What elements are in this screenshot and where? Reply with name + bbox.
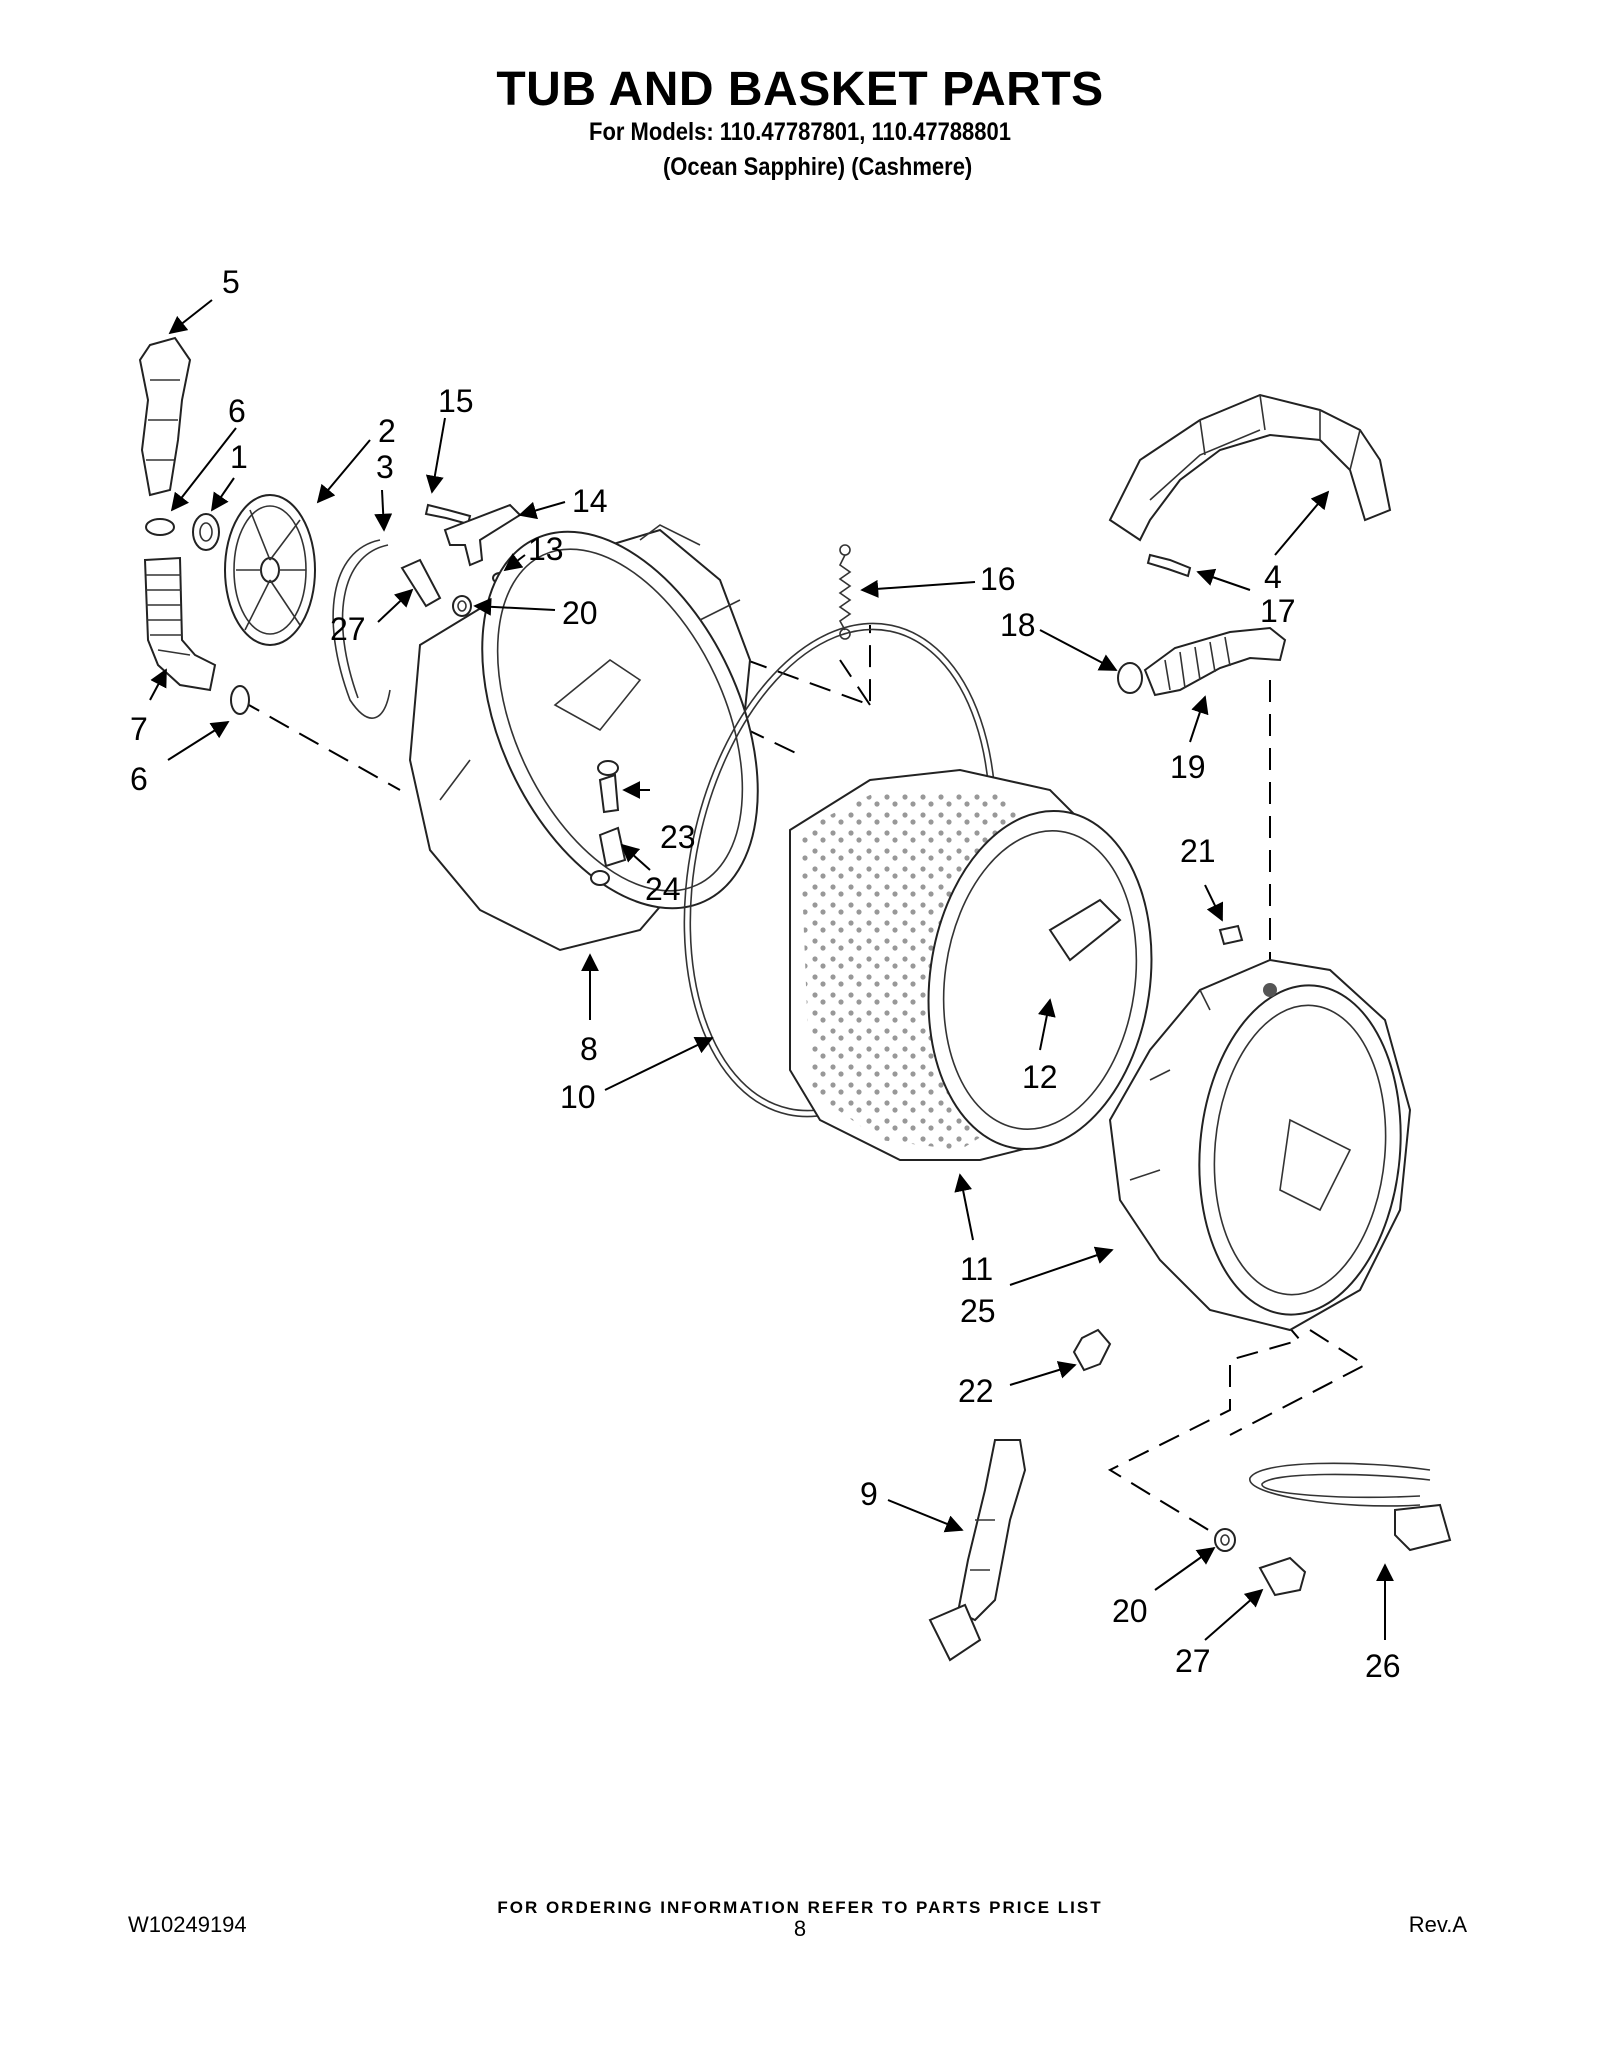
part-7-hose xyxy=(143,556,217,692)
part-11-basket xyxy=(789,768,1153,1161)
ordering-note: FOR ORDERING INFORMATION REFER TO PARTS … xyxy=(497,1898,1103,1917)
part-15-screw xyxy=(424,503,472,526)
callout-9: 9 xyxy=(860,1476,878,1512)
callout-14: 14 xyxy=(572,483,608,519)
part-19-hose xyxy=(1143,626,1287,697)
callout-1: 1 xyxy=(230,439,248,475)
part-20-seal-top xyxy=(452,595,472,617)
part-3-belt xyxy=(332,539,391,719)
callout-23: 23 xyxy=(660,819,696,855)
callout-4: 4 xyxy=(1264,559,1282,595)
callout-6-bottom: 6 xyxy=(130,761,148,797)
callout-11: 11 xyxy=(960,1251,993,1287)
part-2-pulley xyxy=(224,494,316,646)
callout-27-bottom: 27 xyxy=(1175,1643,1211,1679)
callout-21: 21 xyxy=(1180,833,1216,869)
part-8-rear-tub xyxy=(408,524,759,952)
revision-label: Rev.A xyxy=(1408,1912,1467,1937)
page-title: TUB AND BASKET PARTS xyxy=(496,63,1104,116)
part-5-inlet-tube xyxy=(138,336,192,497)
callout-7: 7 xyxy=(130,711,148,747)
part-6-clamp-top xyxy=(145,518,175,536)
callout-19: 19 xyxy=(1170,749,1206,785)
part-16-spring xyxy=(838,544,852,640)
callout-10: 10 xyxy=(560,1079,596,1115)
callout-2: 2 xyxy=(378,413,396,449)
part-25-front-tub xyxy=(1108,958,1412,1332)
callout-12: 12 xyxy=(1022,1059,1058,1095)
page-number: 8 xyxy=(793,1916,807,1941)
models-line: For Models: 110.47787801, 110.47788801 xyxy=(589,118,1011,146)
callout-20-bottom: 20 xyxy=(1112,1593,1148,1629)
callout-15: 15 xyxy=(438,383,474,419)
part-21-clip xyxy=(1218,924,1244,946)
leader-lines xyxy=(149,299,1394,1641)
document-number: W10249194 xyxy=(128,1912,247,1937)
callout-13: 13 xyxy=(528,531,564,567)
part-14-bracket xyxy=(443,503,522,567)
callout-27-top: 27 xyxy=(330,611,366,647)
callout-8: 8 xyxy=(580,1031,598,1067)
callout-5: 5 xyxy=(222,264,240,300)
part-26-heater xyxy=(1249,1462,1452,1552)
part-18-clamp xyxy=(1117,662,1143,694)
callout-26: 26 xyxy=(1365,1648,1401,1684)
callout-16: 16 xyxy=(980,561,1016,597)
callout-24: 24 xyxy=(645,871,681,907)
callout-22: 22 xyxy=(958,1373,994,1409)
callout-25: 25 xyxy=(960,1293,996,1329)
part-27-sensor-bottom xyxy=(1258,1556,1307,1597)
callout-20-top: 20 xyxy=(562,595,598,631)
part-22-gasket xyxy=(1072,1328,1112,1372)
callout-6-top: 6 xyxy=(228,393,246,429)
callout-17: 17 xyxy=(1260,593,1296,629)
part-9-damper xyxy=(928,1439,1027,1662)
part-1-grommet xyxy=(192,513,220,551)
part-6-clamp-bottom xyxy=(230,685,250,715)
part-20-seal-bottom xyxy=(1214,1528,1236,1552)
callout-18: 18 xyxy=(1000,607,1036,643)
part-17-screw xyxy=(1146,553,1192,578)
callout-labels: 5 6 1 2 3 15 14 13 20 27 7 6 16 4 17 18 … xyxy=(130,264,1401,1684)
part-27-sensor-top xyxy=(400,558,442,608)
colors-line: (Ocean Sapphire) (Cashmere) xyxy=(662,153,973,181)
part-4-top-bracket xyxy=(1108,393,1392,542)
callout-3: 3 xyxy=(376,449,394,485)
